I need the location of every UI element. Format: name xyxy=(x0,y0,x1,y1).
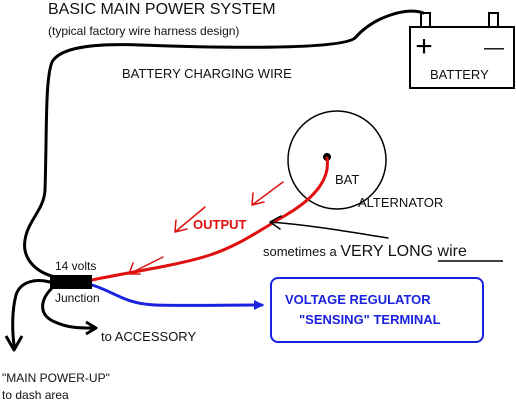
output-arrow-middle xyxy=(174,206,206,233)
battery-negative-post xyxy=(488,12,499,28)
alternator-output-wire xyxy=(90,156,329,282)
long-wire-emphasis: VERY LONG wire xyxy=(340,243,467,260)
battery-label: BATTERY xyxy=(430,67,489,82)
battery-box xyxy=(409,26,515,89)
long-wire-pointer-arrow xyxy=(269,215,389,239)
main-powerup-arrowhead xyxy=(4,335,24,352)
battery-minus-sign: — xyxy=(484,37,504,59)
voltage-regulator-box xyxy=(270,277,484,343)
accessory-wire xyxy=(41,286,94,330)
battery-charging-wire xyxy=(23,9,425,279)
battery-positive-post xyxy=(420,12,431,28)
charging-wire-label: BATTERY CHARGING WIRE xyxy=(122,66,292,81)
long-wire-prefix: sometimes a xyxy=(263,244,341,259)
voltage-sensing-wire xyxy=(90,283,264,311)
accessory-label: to ACCESSORY xyxy=(101,329,197,344)
dash-area-label: to dash area xyxy=(2,388,69,402)
main-powerup-label: "MAIN POWER-UP" xyxy=(2,371,110,385)
alternator-label: ALTERNATOR xyxy=(358,195,444,210)
volts-label: 14 volts xyxy=(55,259,97,273)
alternator-circle xyxy=(287,110,387,210)
accessory-arrowhead xyxy=(85,320,98,336)
diagram-subtitle: (typical factory wire harness design) xyxy=(48,24,240,38)
sensing-terminal-label: "SENSING" TERMINAL xyxy=(299,312,441,327)
bat-terminal-label: BAT xyxy=(335,172,360,187)
output-label: OUTPUT xyxy=(193,217,247,232)
diagram-title: BASIC MAIN POWER SYSTEM xyxy=(48,1,276,18)
junction-block xyxy=(50,275,92,289)
main-powerup-wire xyxy=(11,279,52,347)
output-arrow-upper xyxy=(251,181,284,206)
junction-label: Junction xyxy=(55,291,100,305)
battery-plus-sign: + xyxy=(415,30,433,63)
long-wire-label: sometimes a VERY LONG wire xyxy=(263,244,467,260)
voltage-regulator-title: VOLTAGE REGULATOR xyxy=(285,292,431,307)
output-arrow-lower xyxy=(128,256,164,275)
